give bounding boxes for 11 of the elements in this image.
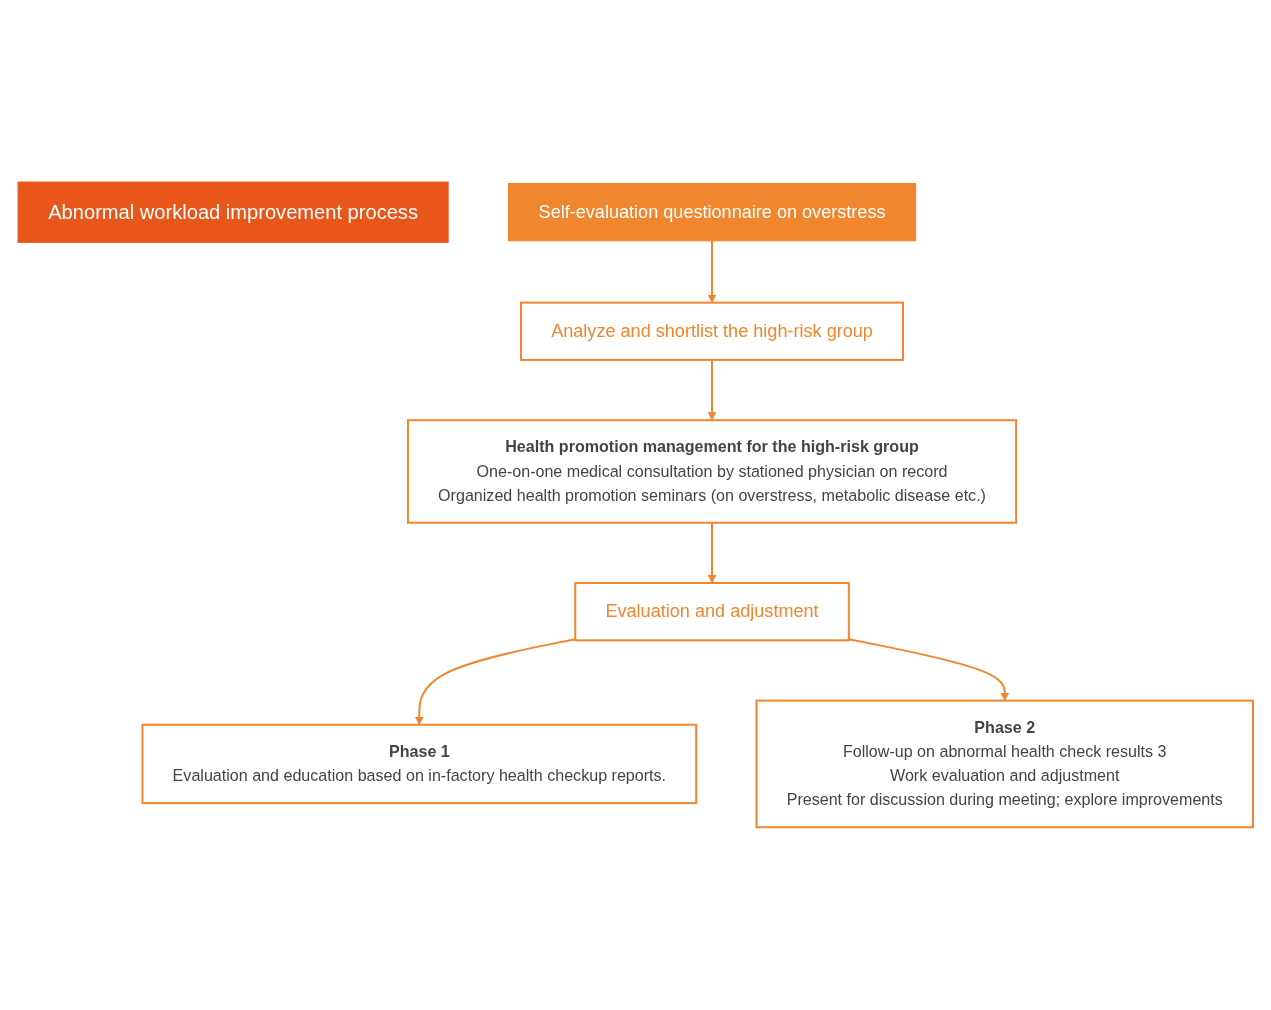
node-box: Abnormal workload improvement process (17, 181, 449, 244)
node-box: Phase 1 Evaluation and education based on in-factory health checkup reports. (141, 724, 698, 805)
node-box: Health promotion management for the high-risk group One-on-one medical consultation by stationed physician on record Organized health promotion seminars (on overstress, metabolic disease etc.) (406, 419, 1018, 525)
node-box: Self-evaluation questionnaire on overstress (507, 183, 917, 242)
arrow (707, 241, 717, 304)
node-box: Analyze and shortlist the high-risk group (520, 302, 905, 362)
arrow (707, 360, 717, 421)
arrow (707, 523, 717, 584)
arrow (414, 638, 576, 726)
node-box: Evaluation and adjustment (574, 582, 850, 642)
node-box: Phase 2 Follow-up on abnormal health check results 3 Work evaluation and adjustment Present for discussion during meeting; explore improvements (755, 699, 1254, 829)
